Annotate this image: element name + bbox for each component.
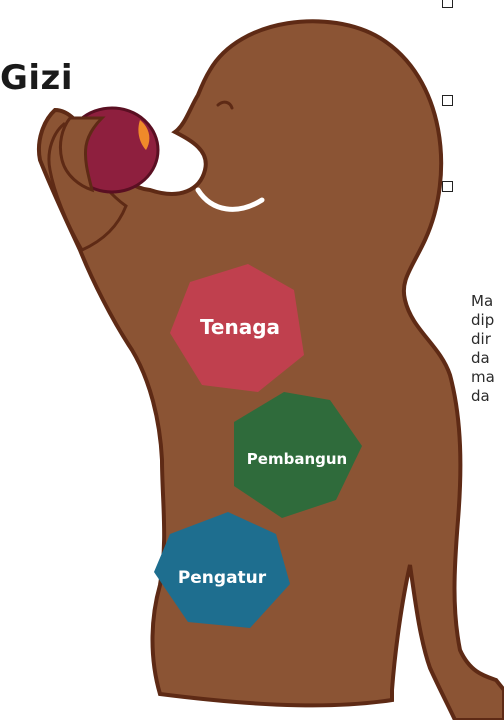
hexagon-label-tenaga: Tenaga (200, 315, 280, 339)
hexagon-label-pengatur: Pengatur (178, 568, 267, 588)
hexagon-label-pembangun: Pembangun (247, 450, 347, 468)
